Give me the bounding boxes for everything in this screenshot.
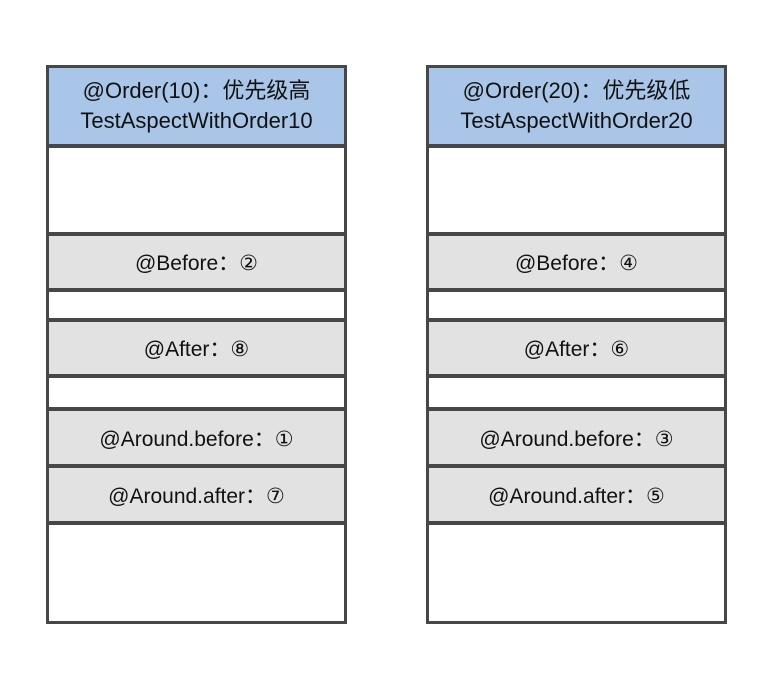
spacer-row <box>429 288 724 318</box>
aspect-header-order20-classname: TestAspectWithOrder20 <box>460 108 693 133</box>
advice-label: @After：⑥ <box>523 338 630 361</box>
spacer-row <box>49 144 344 232</box>
advice-row-after-order10: @After：⑧ <box>49 318 344 374</box>
advice-row-around-before-order20: @Around.before：③ <box>429 407 724 464</box>
advice-row-around-after-order20: @Around.after：⑤ <box>429 464 724 521</box>
spacer-row <box>49 288 344 318</box>
advice-label: @Around.before：① <box>99 427 294 451</box>
advice-row-before-order10: @Before：② <box>49 232 344 288</box>
spacer-row <box>429 374 724 407</box>
advice-label: @Around.after：⑤ <box>488 484 665 508</box>
aspect-column-order10: @Order(10)：优先级高 TestAspectWithOrder10 @B… <box>46 65 347 624</box>
advice-label: @After：⑧ <box>143 338 250 361</box>
spacer-row <box>49 521 344 621</box>
advice-label: @Around.after：⑦ <box>108 484 285 508</box>
advice-row-before-order20: @Before：④ <box>429 232 724 288</box>
spacer-row <box>429 521 724 621</box>
advice-row-around-before-order10: @Around.before：① <box>49 407 344 464</box>
spacer-row <box>429 144 724 232</box>
advice-row-around-after-order10: @Around.after：⑦ <box>49 464 344 521</box>
spacer-row <box>49 374 344 407</box>
advice-label: @Around.before：③ <box>479 427 674 451</box>
advice-label: @Before：④ <box>514 252 639 275</box>
aspect-header-order20-title: @Order(20)：优先级低 <box>462 78 691 104</box>
advice-label: @Before：② <box>134 252 259 275</box>
aspect-column-order20: @Order(20)：优先级低 TestAspectWithOrder20 @B… <box>426 65 727 624</box>
advice-row-after-order20: @After：⑥ <box>429 318 724 374</box>
aspect-header-order20: @Order(20)：优先级低 TestAspectWithOrder20 <box>429 68 724 144</box>
aspect-header-order10-classname: TestAspectWithOrder10 <box>80 108 313 133</box>
aspect-header-order10: @Order(10)：优先级高 TestAspectWithOrder10 <box>49 68 344 144</box>
aspect-header-order10-title: @Order(10)：优先级高 <box>82 78 311 104</box>
